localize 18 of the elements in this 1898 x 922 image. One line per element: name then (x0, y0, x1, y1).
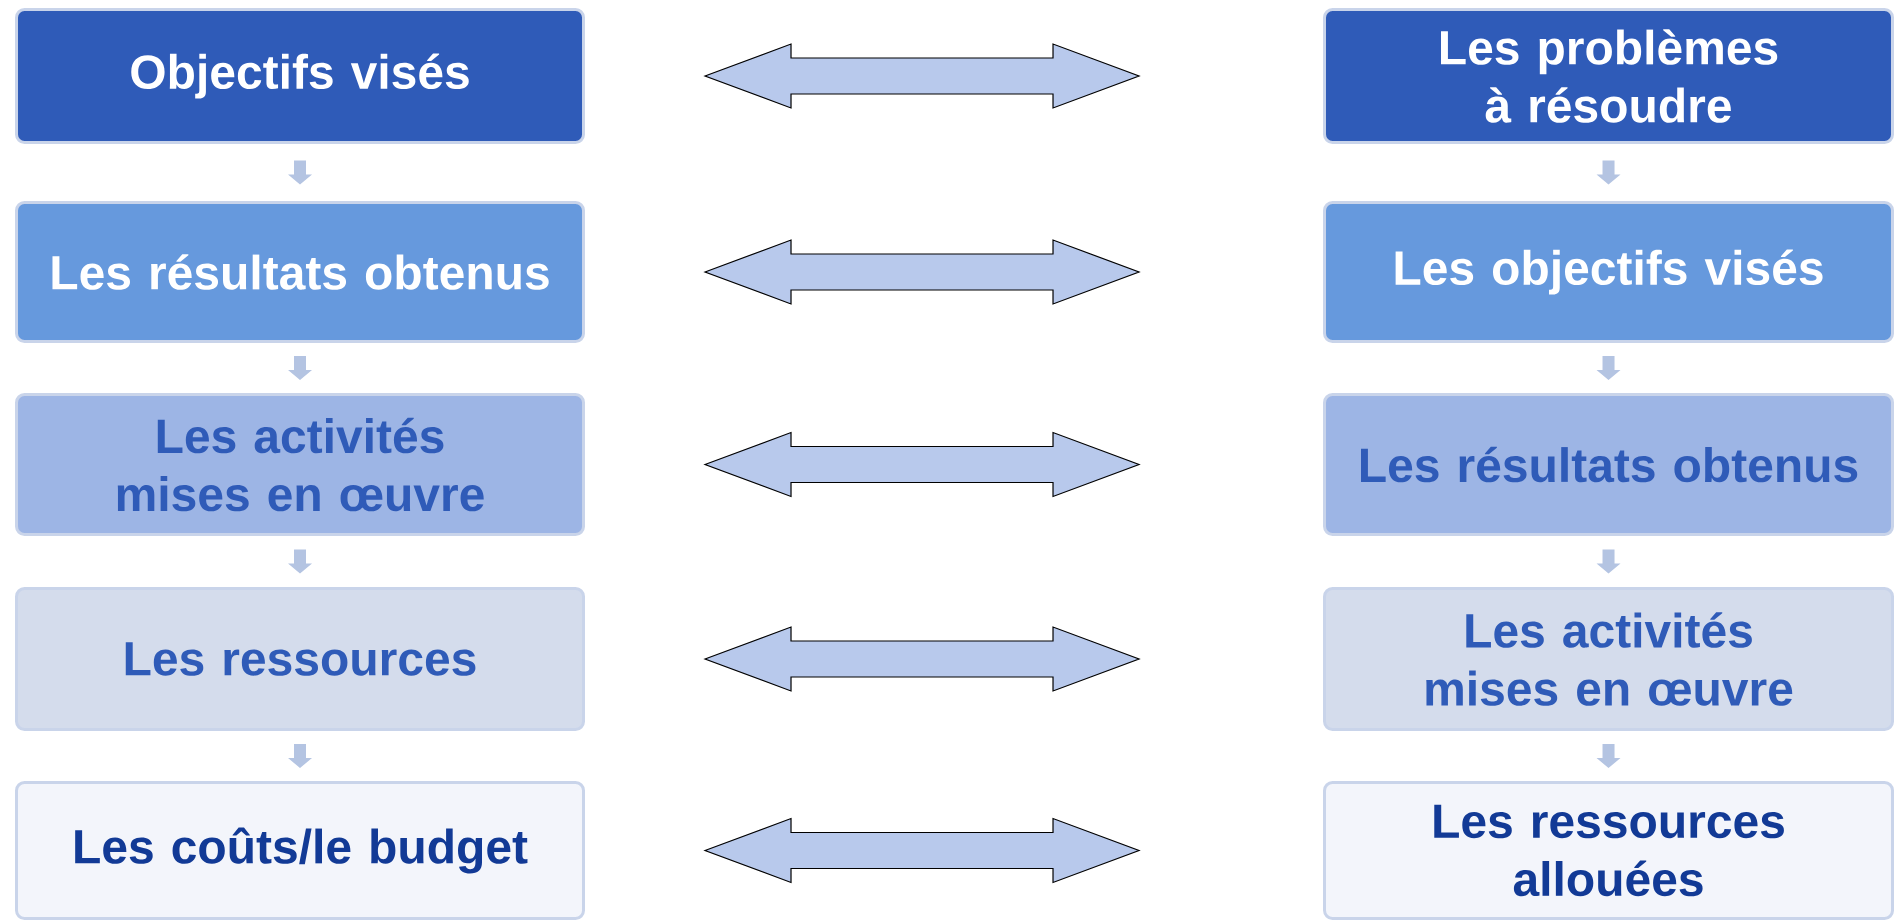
block-arrow (1596, 160, 1621, 185)
block-arrow (1596, 744, 1621, 768)
process-box: Les objectifs visés (1323, 201, 1894, 343)
process-box: Les ressources (15, 587, 585, 731)
process-box: Les activités mises en œuvre (1323, 587, 1894, 731)
block-arrow (288, 744, 312, 768)
process-box: Objectifs visés (15, 8, 585, 144)
block-arrow (288, 549, 312, 574)
block-arrow (288, 356, 312, 380)
process-box: Les activités mises en œuvre (15, 393, 585, 536)
block-arrow (1596, 549, 1621, 574)
block-arrow (288, 160, 312, 185)
process-box: Les résultats obtenus (15, 201, 585, 343)
process-box: Les problèmes à résoudre (1323, 8, 1894, 144)
process-box: Les résultats obtenus (1323, 393, 1894, 536)
process-box: Les ressources allouées (1323, 781, 1894, 920)
block-arrow (1596, 356, 1621, 380)
process-box: Les coûts/le budget (15, 781, 585, 920)
